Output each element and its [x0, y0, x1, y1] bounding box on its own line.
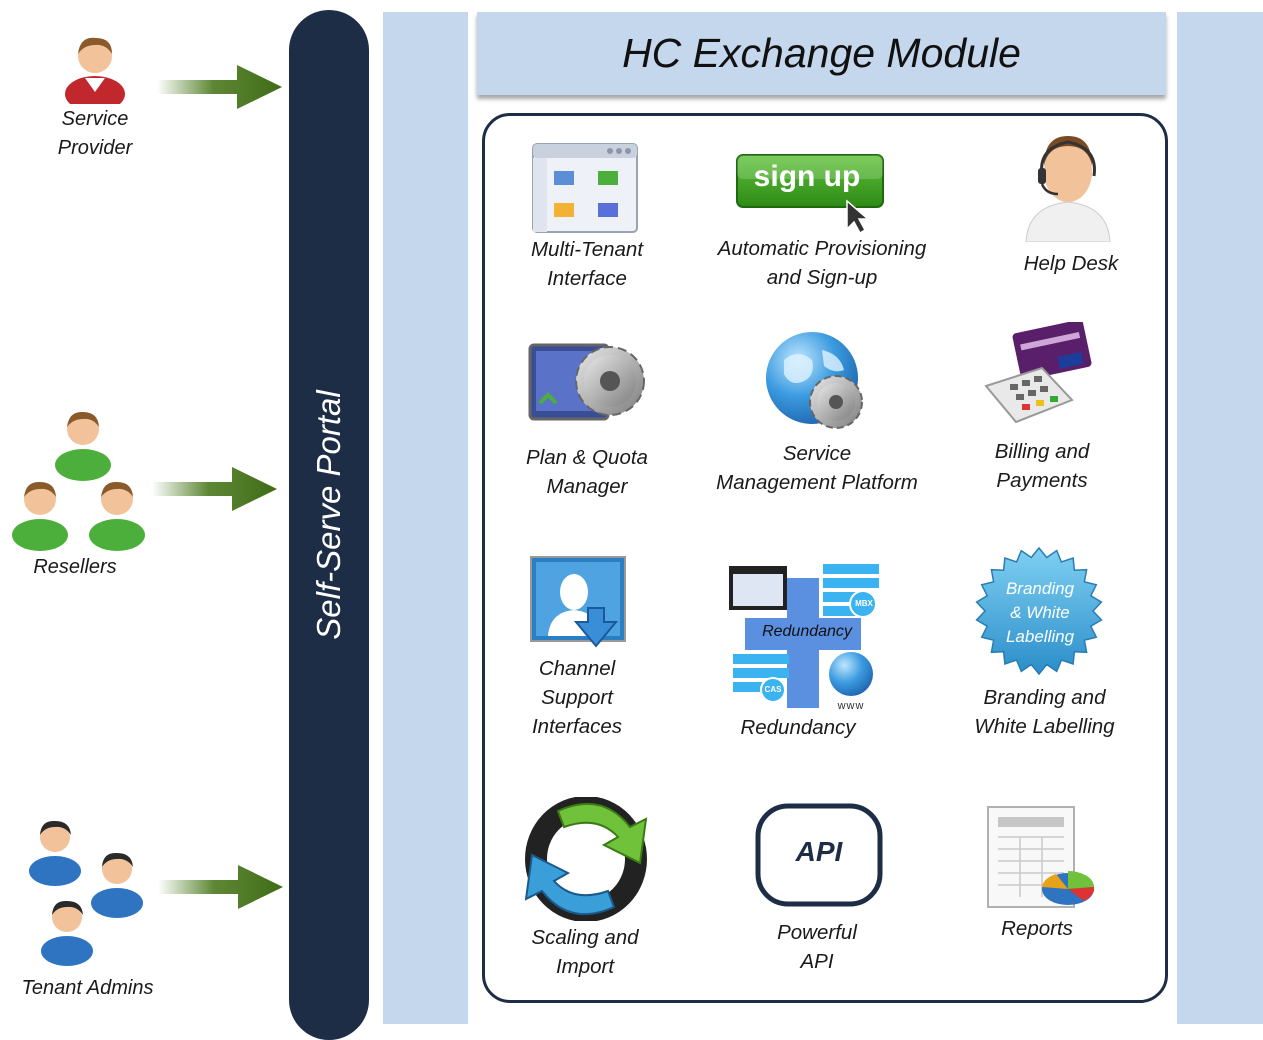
feature-label-branding: Branding and White Labelling: [974, 686, 1115, 738]
redundancy-icon: [727, 560, 882, 712]
feature-label-plan-quota: Plan & Quota Manager: [526, 446, 648, 498]
arrow-service-provider: [157, 65, 282, 109]
arrow-tenant-admins: [158, 865, 283, 909]
scaling-arrows-icon: [518, 797, 654, 921]
portal-label: Self-Serve Portal: [310, 390, 347, 640]
actor-label-tenant-admins: Tenant Admins: [21, 977, 154, 999]
tenant-admins-icon: [25, 813, 150, 973]
feature-label-redundancy: Redundancy: [740, 716, 856, 739]
feature-label-help-desk: Help Desk: [1023, 252, 1119, 275]
feature-label-api: Powerful API: [777, 921, 857, 973]
feature-label-scaling: Scaling and Import: [531, 926, 639, 978]
sign-up-button-icon: [735, 153, 887, 233]
feature-label-billing: Billing and Payments: [994, 440, 1090, 492]
plan-quota-gear-icon: [526, 333, 648, 433]
feature-label-reports: Reports: [1001, 917, 1073, 940]
left-column: [383, 12, 468, 1024]
sign-up-button-text: sign up: [753, 160, 861, 193]
redundancy-inner-text: Redundancy: [762, 623, 852, 640]
feature-label-service-platform: Service Management Platform: [716, 442, 918, 494]
module-header: HC Exchange Module: [477, 12, 1166, 95]
globe-gear-icon: [764, 330, 868, 434]
www-badge-text: www: [837, 700, 865, 712]
mbx-badge-text: MBX: [855, 599, 873, 608]
multi-tenant-window-icon: [532, 143, 638, 233]
branding-seal-icon: [972, 546, 1106, 676]
branding-seal-text: Branding & White Labelling: [1005, 579, 1075, 646]
help-desk-agent-icon: [1022, 128, 1114, 242]
module-title: HC Exchange Module: [622, 30, 1021, 76]
reports-sheet-icon: [986, 805, 1096, 911]
cas-badge-text: CAS: [764, 685, 782, 694]
api-badge-text: API: [795, 836, 843, 867]
channel-support-icon: [530, 556, 630, 654]
service-provider-icon: [60, 32, 130, 104]
actor-label-resellers: Resellers: [33, 556, 117, 578]
feature-label-channel-support: Channel Support Interfaces: [531, 657, 623, 738]
self-serve-portal: [289, 10, 369, 1040]
arrow-resellers: [152, 467, 277, 511]
feature-label-provisioning: Automatic Provisioning and Sign-up: [717, 237, 927, 289]
api-badge-icon: [755, 803, 883, 907]
payment-terminal-icon: [980, 322, 1092, 428]
feature-label-multi-tenant: Multi-Tenant Interface: [530, 238, 644, 290]
resellers-icon: [5, 405, 150, 553]
right-column: [1177, 12, 1263, 1024]
actor-label-service-provider: Service Provider: [57, 108, 133, 159]
